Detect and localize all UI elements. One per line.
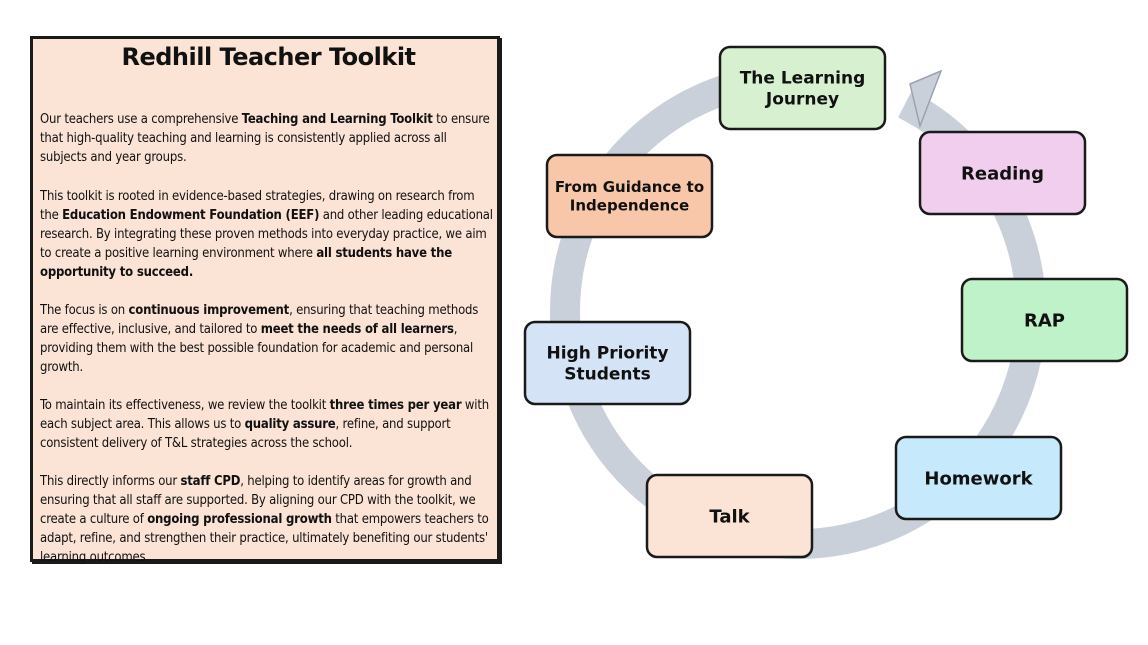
body-text: to ensure that high-quality teaching and… xyxy=(40,112,490,165)
cycle-node-label: Homework xyxy=(924,468,1033,489)
panel-title: Redhill Teacher Toolkit xyxy=(121,43,416,71)
body-text: , refine, and support consistent deliver… xyxy=(40,417,451,451)
cycle-node-box xyxy=(918,130,1087,216)
paragraph-staff-cpd: This directly informs our staff CPD, hel… xyxy=(40,472,501,567)
paragraph-toolkit-intro: Our teachers use a comprehensive Teachin… xyxy=(40,110,501,167)
cycle-node-label: Talk xyxy=(709,506,750,527)
body-text: that empowers teachers to adapt, refine,… xyxy=(40,512,489,565)
cycle-node-talk: Talk xyxy=(645,473,814,559)
emphasis-text: meet the needs of all learners xyxy=(260,322,454,337)
emphasis-text: Teaching and Learning Toolkit xyxy=(241,112,433,127)
body-text: This toolkit is rooted in evidence-based… xyxy=(40,189,475,223)
toolkit-text-panel: Redhill Teacher Toolkit Our teachers use… xyxy=(30,36,501,565)
cycle-node-reading: Reading xyxy=(918,130,1087,216)
body-text: , ensuring that teaching methods are eff… xyxy=(40,303,479,337)
emphasis-text: ongoing professional growth xyxy=(147,512,332,527)
body-text: , providing them with the best possible … xyxy=(40,322,474,375)
body-text: To maintain its effectiveness, we review… xyxy=(40,398,330,413)
body-text: with each subject area. This allows us t… xyxy=(40,398,489,432)
cycle-node-rap: RAP xyxy=(960,277,1129,363)
emphasis-text: Education Endowment Foundation (EEF) xyxy=(62,208,320,223)
cycle-node-box xyxy=(718,45,887,131)
emphasis-text: continuous improvement xyxy=(128,303,290,318)
cycle-node-label: Reading xyxy=(961,163,1044,184)
cycle-node-box xyxy=(523,320,692,406)
body-text: This directly informs our xyxy=(40,474,181,489)
body-text: , helping to identify areas for growth a… xyxy=(40,474,476,527)
emphasis-text: quality assure xyxy=(244,417,336,432)
cycle-node-label: Independence xyxy=(570,197,689,215)
cycle-node-homework: Homework xyxy=(894,435,1063,521)
body-text: The focus is on xyxy=(40,303,129,318)
emphasis-text: all students have the opportunity to suc… xyxy=(40,246,452,280)
cycle-node-label: RAP xyxy=(1024,310,1065,331)
cycle-node-label: The Learning xyxy=(740,68,866,88)
cycle-node-box xyxy=(894,435,1063,521)
body-text: Our teachers use a comprehensive xyxy=(40,112,242,127)
emphasis-text: three times per year xyxy=(329,398,462,413)
paragraph-continuous-improvement: The focus is on continuous improvement, … xyxy=(40,301,501,377)
cycle-node-label: High Priority xyxy=(546,343,668,363)
cycle-arrow-head xyxy=(909,69,943,129)
cycle-node-box xyxy=(645,473,814,559)
cycle-node-box xyxy=(960,277,1129,363)
emphasis-text: staff CPD xyxy=(180,474,241,489)
cycle-node-label: Students xyxy=(564,365,651,385)
body-text: and other leading educational research. … xyxy=(40,208,493,261)
paragraph-evidence-based: This toolkit is rooted in evidence-based… xyxy=(40,187,501,282)
cycle-node-label: From Guidance to xyxy=(555,178,704,196)
cycle-node-label: Journey xyxy=(765,90,839,110)
paragraph-review-cycle: To maintain its effectiveness, we review… xyxy=(40,396,501,453)
cycle-node-box xyxy=(545,153,714,239)
